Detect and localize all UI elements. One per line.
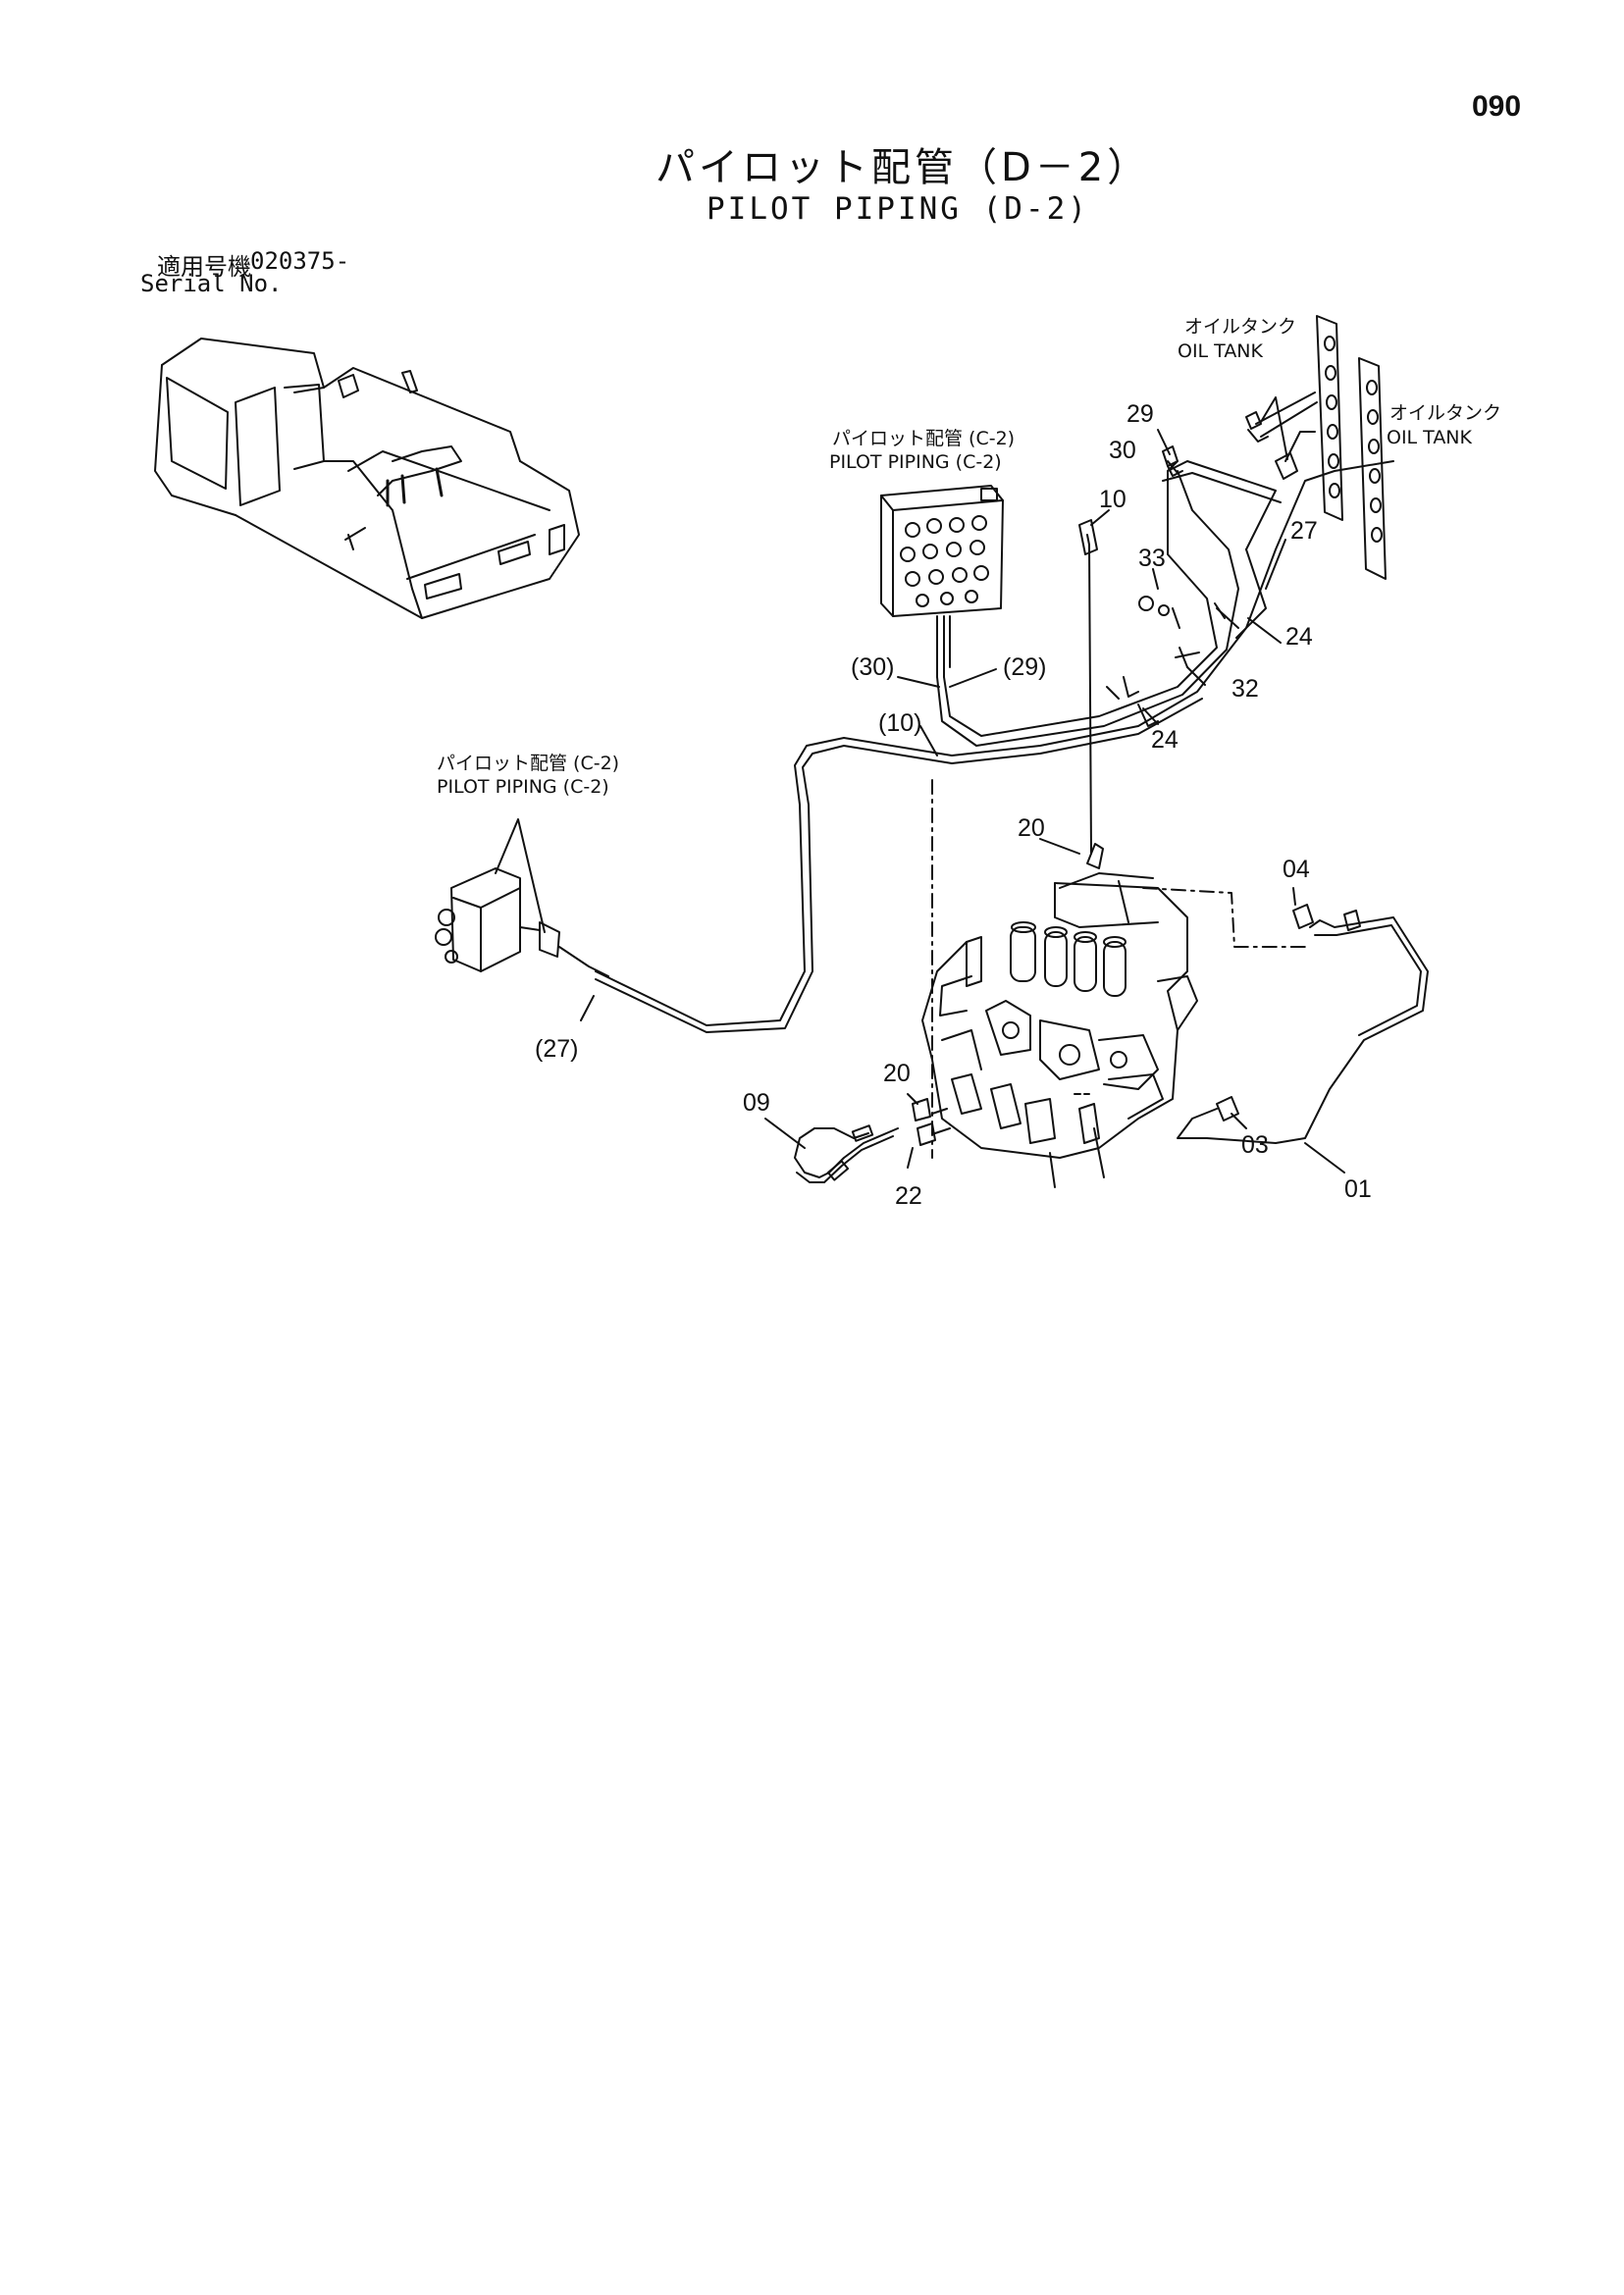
serial-label-japanese: 適用号機 [157, 253, 251, 281]
serial-number: 020375- [250, 247, 350, 275]
callout-20-lower: 20 [883, 1060, 911, 1087]
callout-10: 10 [1099, 486, 1126, 513]
oil-tank-note-1-en: OIL TANK [1178, 340, 1263, 362]
callout-01: 01 [1344, 1175, 1372, 1203]
pilot-piping-c2-note-left-en: PILOT PIPING (C-2) [437, 776, 609, 798]
hose-09 [794, 1124, 899, 1183]
pilot-piping-c2-note-top-ja: パイロット配管 (C-2) [832, 428, 1016, 449]
callout-03: 03 [1241, 1131, 1269, 1159]
callout-29: 29 [1126, 400, 1154, 428]
page-title-english: PILOT PIPING (D-2) [707, 191, 1089, 227]
callout-29-ref: (29) [1003, 653, 1047, 681]
callout-24-upper: 24 [1285, 623, 1313, 651]
callout-33: 33 [1138, 545, 1166, 572]
callout-10-ref: (10) [878, 709, 922, 737]
oil-tank-note-2-ja: オイルタンク [1389, 402, 1502, 424]
callout-30-ref: (30) [851, 653, 895, 681]
page-title-japanese: パイロット配管（D－2） [655, 145, 1151, 190]
callout-09: 09 [743, 1089, 770, 1117]
pilot-piping-c2-note-top-en: PILOT PIPING (C-2) [829, 451, 1002, 473]
control-valve [921, 872, 1198, 1188]
excavator-overview-icon [154, 338, 580, 619]
oil-tank-flange-1 [1316, 315, 1343, 521]
pilot-valve-left [435, 867, 560, 972]
callout-24-lower: 24 [1151, 726, 1179, 754]
pilot-valve-top [880, 485, 1004, 678]
callout-22: 22 [895, 1182, 922, 1210]
oil-tank-flange-2 [1358, 357, 1387, 580]
oil-tank-note-2-en: OIL TANK [1387, 427, 1472, 448]
callout-27-ref: (27) [535, 1035, 579, 1063]
pipe-01 [1177, 904, 1429, 1144]
page-number: 090 [1472, 90, 1522, 123]
callout-04: 04 [1283, 856, 1310, 883]
oil-tank-note-1-ja: オイルタンク [1184, 316, 1297, 338]
callout-30: 30 [1109, 437, 1136, 464]
callout-27: 27 [1290, 517, 1318, 545]
callout-20-upper: 20 [1018, 814, 1045, 842]
serial-label-english: Serial No. [140, 270, 283, 297]
pilot-piping-c2-note-left-ja: パイロット配管 (C-2) [437, 753, 620, 774]
callout-32: 32 [1231, 675, 1259, 703]
